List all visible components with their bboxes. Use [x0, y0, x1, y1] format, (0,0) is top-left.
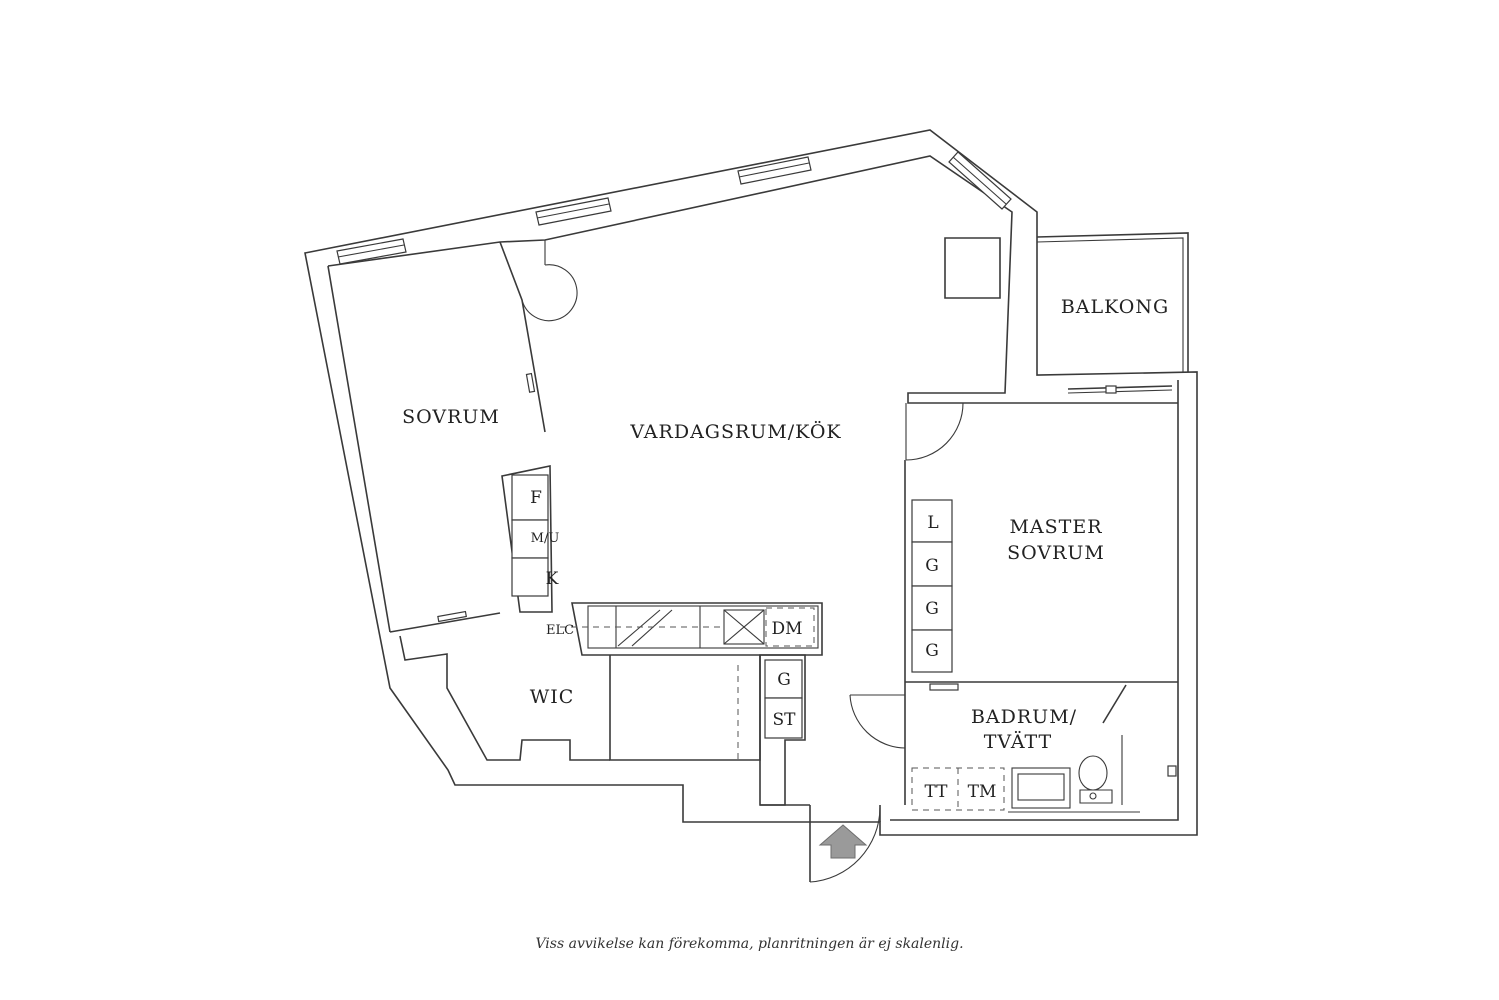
fixture-g2-label: G: [925, 599, 939, 619]
outer-walls: [304, 129, 1198, 836]
fixture-f-label: F: [530, 488, 542, 508]
living-wall-bump: [944, 237, 1001, 299]
balkong: [1036, 232, 1189, 372]
room-label-wic: WIC: [530, 686, 575, 708]
fixture-tm-label: TM: [968, 782, 997, 802]
room-label-vardagsrum: VARDAGSRUM/KÖK: [629, 420, 841, 443]
fixture-dm-label: DM: [771, 619, 802, 639]
room-label-balkong: BALKONG: [1061, 296, 1169, 318]
fixture-g1-label: G: [925, 556, 939, 576]
fixture-g-hall-label: G: [777, 670, 791, 690]
closet-column: F M/U K: [501, 465, 560, 613]
fixture-k-label: K: [546, 569, 559, 589]
fixture-tt-label: TT: [925, 782, 949, 802]
master-sovrum-walls: L G G G: [904, 385, 1178, 805]
room-label-master-1: MASTER: [1009, 516, 1102, 538]
room-label-badrum-1: BADRUM/: [971, 706, 1077, 728]
sovrum-partitions: [389, 240, 610, 761]
disclaimer-text: Viss avvikelse kan förekomma, planritnin…: [535, 936, 964, 952]
fixture-mu-label: M/U: [531, 531, 560, 546]
badrum: TT TM: [849, 683, 1177, 813]
entrance: [809, 805, 881, 883]
room-label-badrum-2: TVÄTT: [984, 730, 1053, 753]
windows: [336, 151, 1012, 265]
entrance-arrow-icon: [818, 824, 868, 859]
fixture-g3-label: G: [925, 641, 939, 661]
room-label-master-2: SOVRUM: [1007, 542, 1105, 564]
fixture-elc-label: ELC: [546, 623, 574, 638]
room-label-sovrum: SOVRUM: [402, 406, 500, 428]
hall-closet: G ST: [759, 654, 810, 806]
fixture-l-label: L: [927, 513, 938, 533]
fixture-st-label: ST: [773, 710, 797, 730]
kitchen-counter: ELC DM: [546, 602, 823, 761]
